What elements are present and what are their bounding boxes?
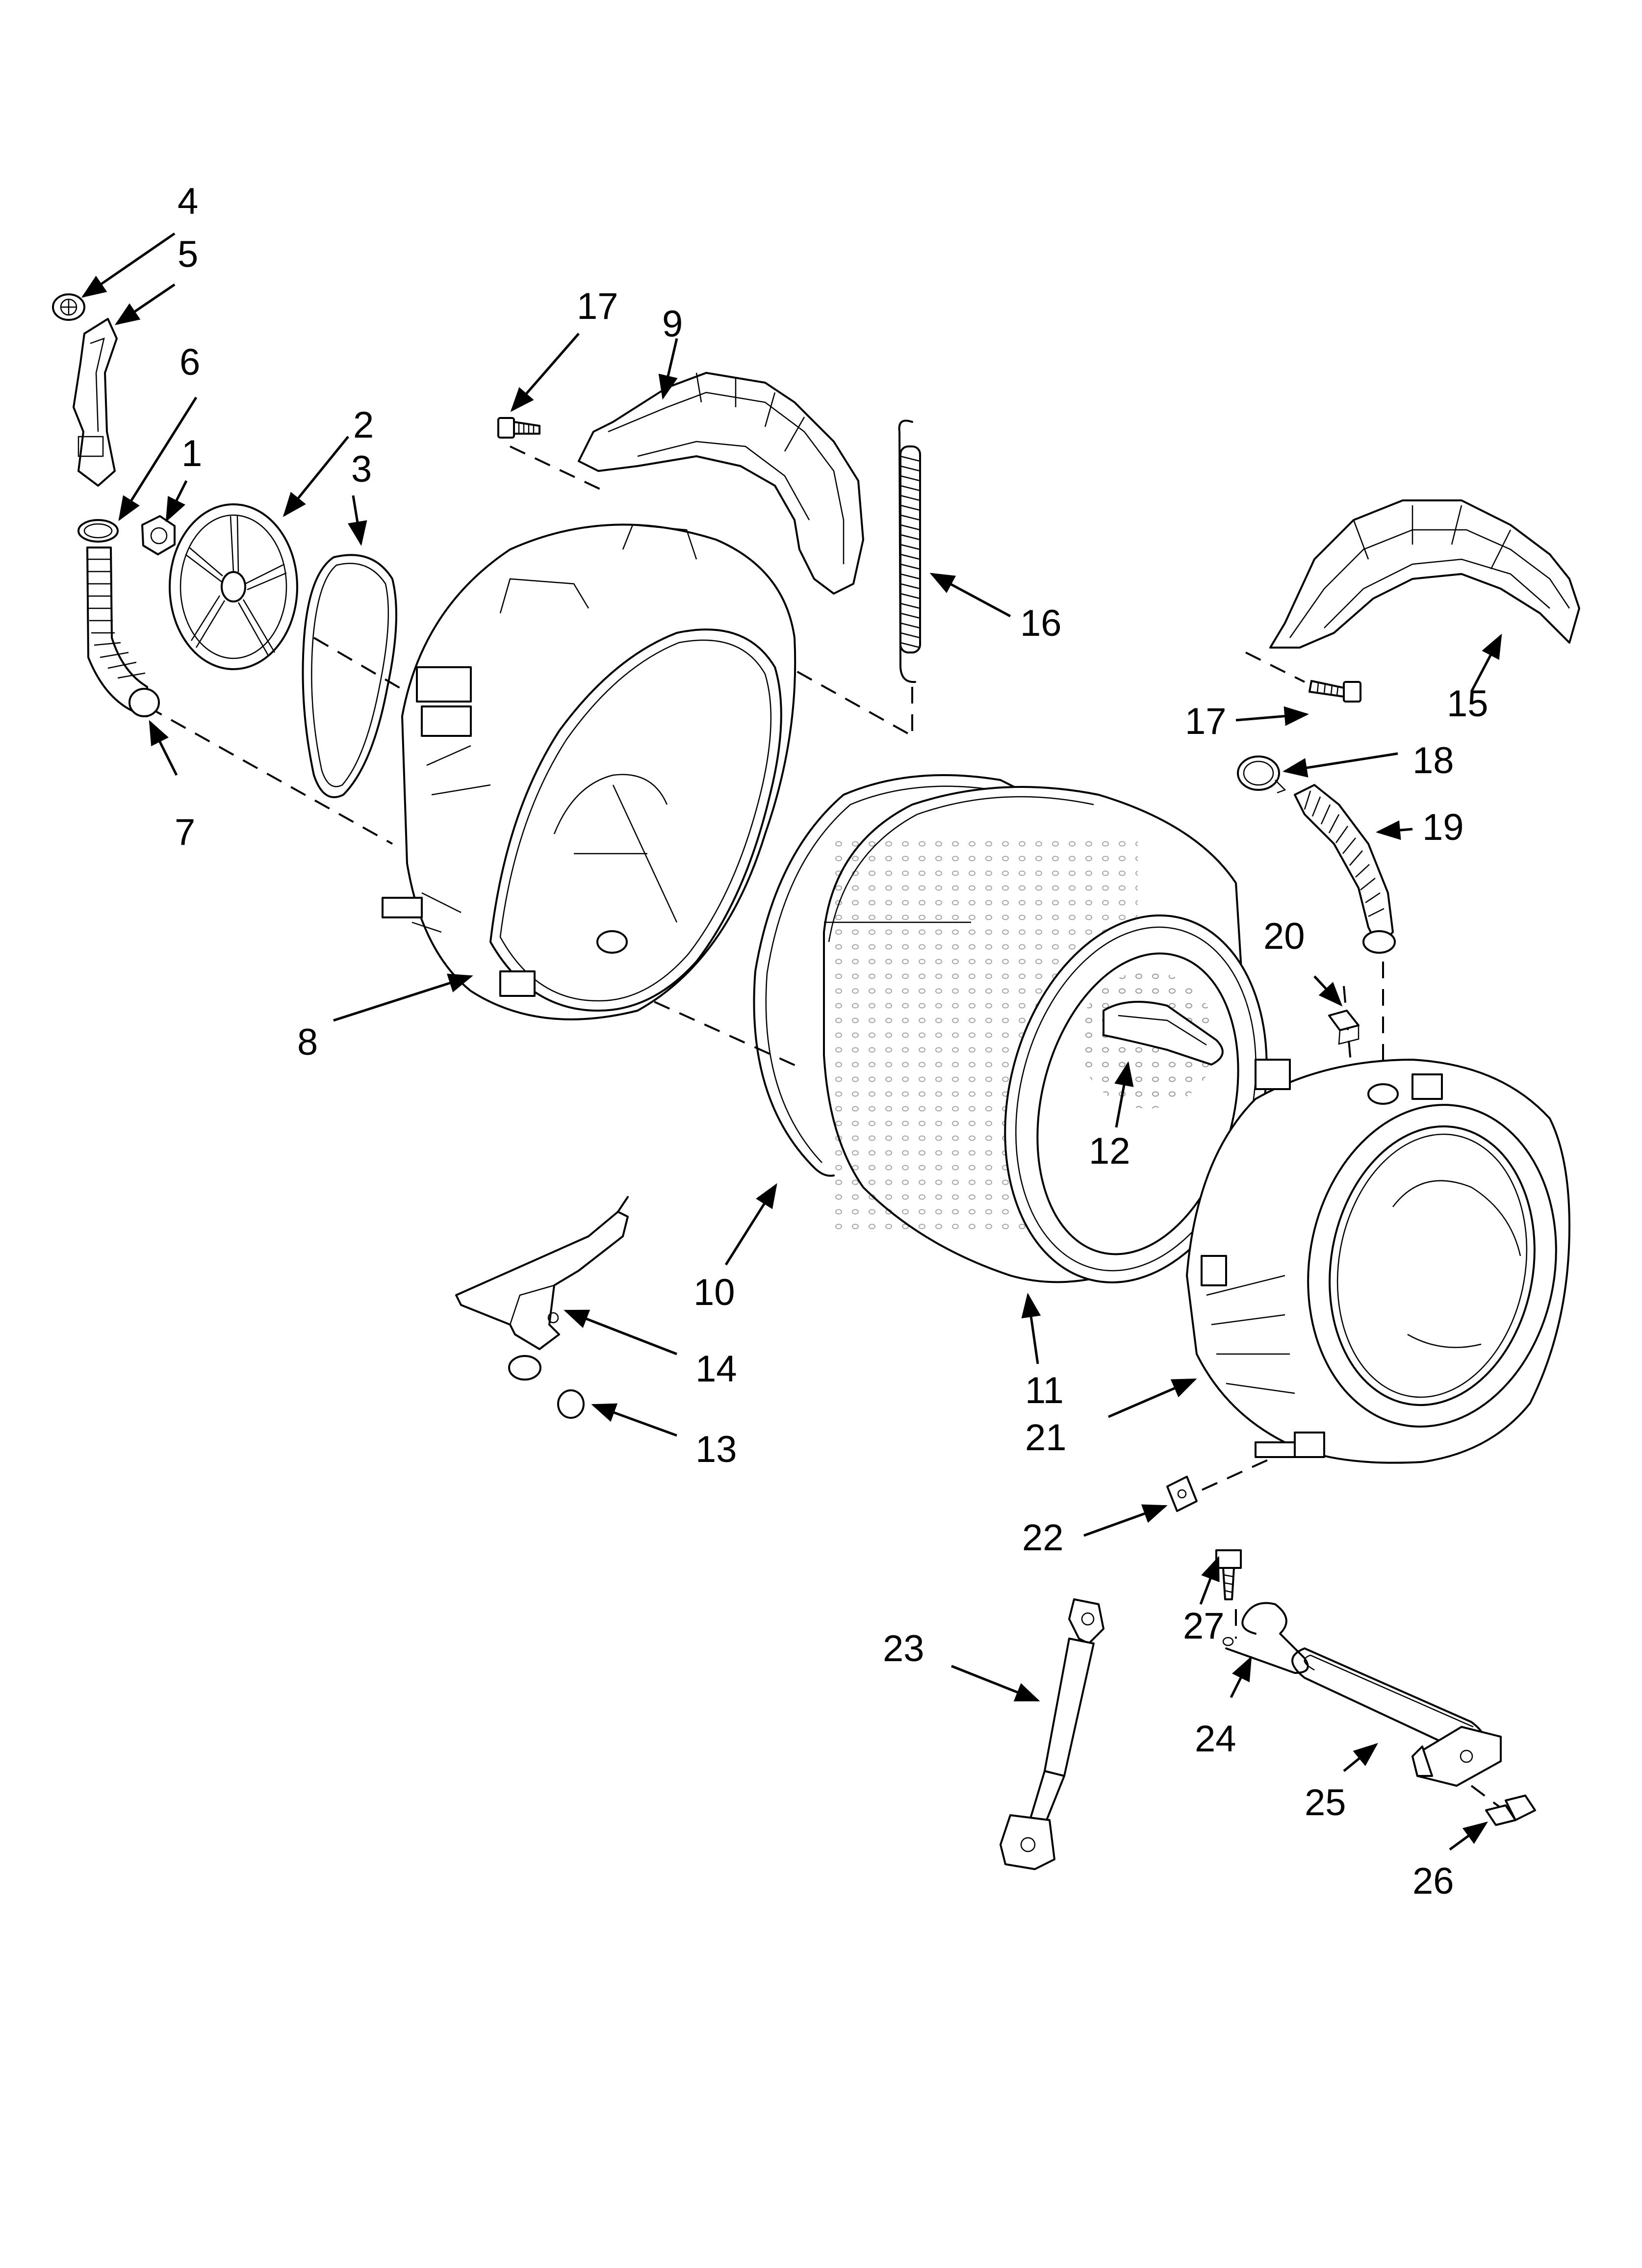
part-25-heater-element [1291,1647,1502,1787]
callout-18: 18 [1412,740,1454,782]
leader-arrows [81,232,1502,1851]
callout-5: 5 [178,234,198,275]
callout-26: 26 [1412,1860,1454,1902]
callout-15: 15 [1447,683,1488,725]
part-2-drive-pulley [169,503,298,670]
callout-12: 12 [1089,1130,1130,1172]
callout-21: 21 [1025,1417,1067,1459]
callout-7: 7 [175,811,195,853]
callout-25: 25 [1305,1782,1346,1824]
callout-20: 20 [1263,915,1305,957]
callout-22: 22 [1022,1517,1064,1559]
part-10-tub-seal-ring [753,774,1021,1177]
part-18-hose-clamp [1237,756,1286,794]
callout-17-lower: 17 [1185,701,1227,742]
callout-3: 3 [351,448,372,490]
callout-9: 9 [662,303,683,345]
callout-14: 14 [695,1348,737,1390]
part-4-filter-cap [52,293,85,321]
callout-2: 2 [353,404,374,446]
callout-6: 6 [180,341,200,383]
part-23-shock-absorber [1000,1598,1104,1870]
part-15-upper-counterweight-right [1269,499,1580,649]
callout-1: 1 [181,433,202,474]
part-22-pad [1166,1476,1198,1512]
part-1-nut [141,515,176,555]
part-16-suspension-spring [898,419,921,683]
part-8-rear-tub [382,523,796,1020]
callout-24: 24 [1195,1718,1236,1760]
callout-8: 8 [297,1021,318,1063]
callout-16: 16 [1020,602,1062,644]
callout-19: 19 [1422,807,1464,848]
part-19-bellows-hose [1294,784,1396,954]
callout-23: 23 [883,1628,924,1669]
part-21-front-tub [1186,1059,1570,1464]
part-3-drive-belt [302,554,397,798]
callout-10: 10 [693,1272,735,1313]
callout-17-upper: 17 [577,286,618,327]
part-6-hose-clamp [77,519,119,543]
part-26-connector [1485,1795,1536,1826]
part-14-bracket [455,1196,629,1381]
callout-13: 13 [695,1429,737,1470]
part-20-clip [1328,1010,1360,1045]
part-9-upper-counterweight [578,372,864,595]
part-17-bolt-upper [497,417,540,439]
part-12-basket-baffle [1103,1001,1224,1066]
callout-4: 4 [178,181,198,222]
part-17-bolt-lower [1308,680,1361,703]
callout-labels: 4 5 6 1 2 3 7 8 9 17 16 15 17 18 19 20 1… [175,181,1488,1902]
part-5-hose-bracket [73,318,118,487]
part-27-screw [1215,1549,1242,1600]
callout-27: 27 [1183,1605,1225,1647]
part-13-o-ring [557,1389,585,1419]
callout-11: 11 [1025,1370,1064,1411]
part-7-drain-hose [86,547,160,717]
